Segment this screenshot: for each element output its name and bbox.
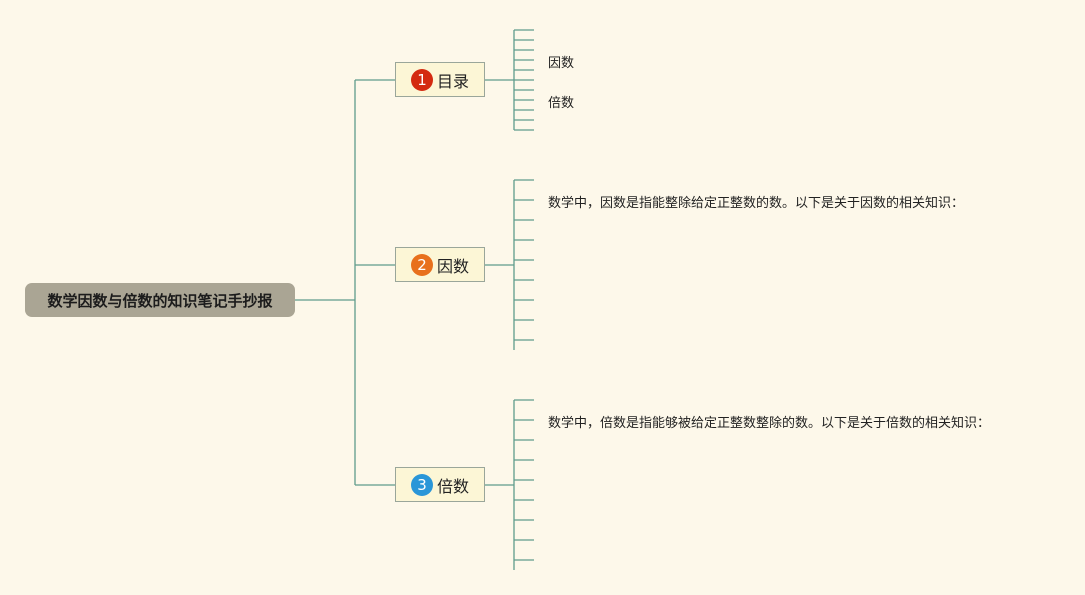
root-topic[interactable]: 数学因数与倍数的知识笔记手抄报 [25, 283, 295, 317]
branch-factor-label: 因数 [436, 256, 469, 276]
branch-toc[interactable]: 1 目录 [395, 62, 485, 97]
branch-multiple[interactable]: 3 倍数 [395, 467, 485, 502]
branch-multiple-label: 倍数 [436, 476, 469, 496]
root-title: 数学因数与倍数的知识笔记手抄报 [47, 291, 273, 310]
branch-toc-label: 目录 [436, 71, 469, 91]
number-badge-3: 3 [410, 473, 433, 496]
number-badge-1: 1 [410, 68, 433, 91]
branch-factor[interactable]: 2 因数 [395, 247, 485, 282]
multiple-intro-text[interactable]: 数学中，倍数是指能够被给定正整数整除的数。以下是关于倍数的相关知识： [548, 416, 991, 431]
number-badge-2: 2 [410, 253, 433, 276]
toc-item-multiple[interactable]: 倍数 [548, 96, 575, 111]
toc-item-factor[interactable]: 因数 [548, 56, 575, 71]
factor-intro-text[interactable]: 数学中，因数是指能整除给定正整数的数。以下是关于因数的相关知识： [548, 196, 965, 211]
